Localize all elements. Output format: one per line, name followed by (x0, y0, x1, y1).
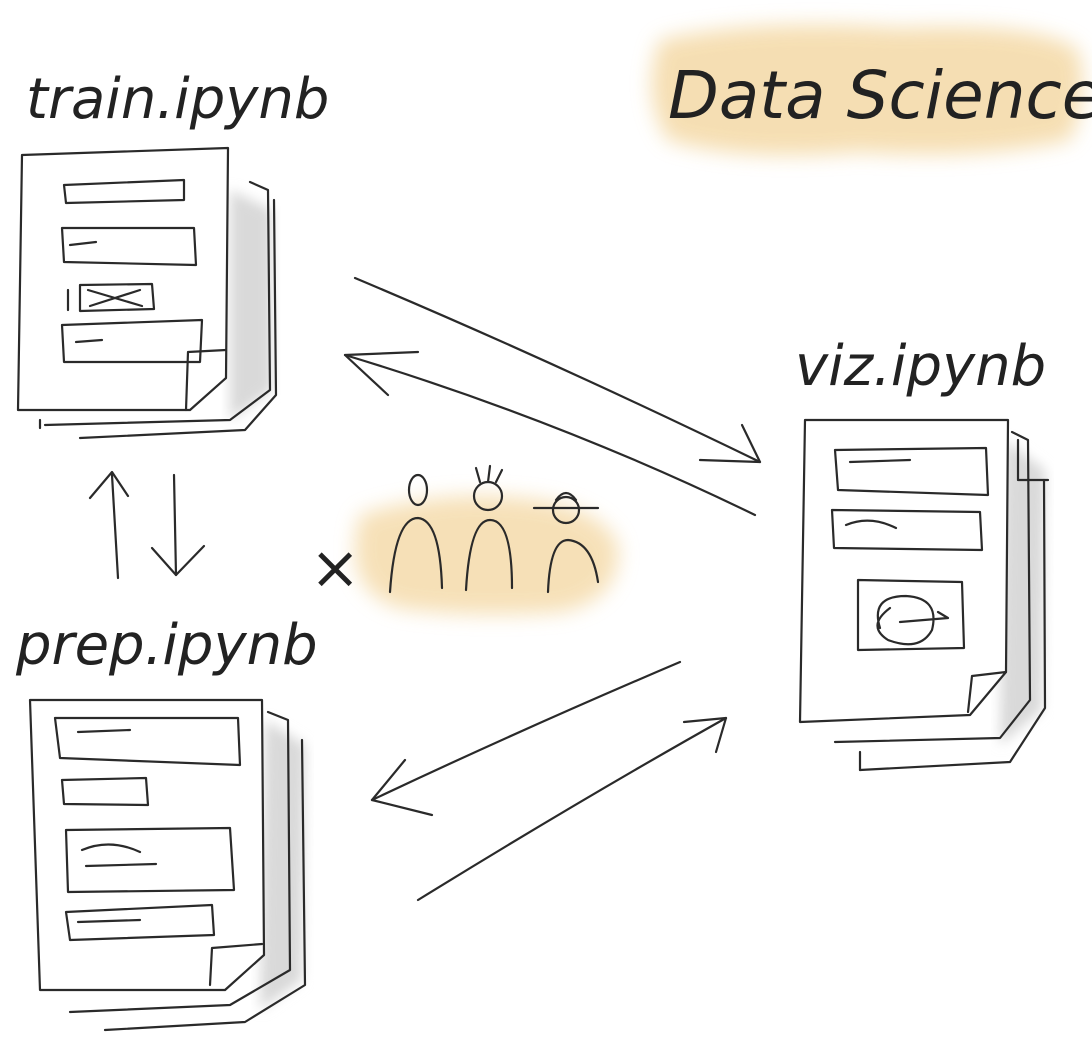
team-highlight (355, 496, 619, 615)
person-icon (464, 464, 514, 592)
notebook-train-cells (60, 178, 204, 364)
notebook-prep-page (28, 698, 266, 992)
notebook-viz-cells (830, 446, 990, 652)
team-multiplier: × (310, 533, 360, 603)
notebook-viz-label: viz.ipynb (795, 334, 1046, 399)
notebook-prep-label: prep.ipynb (15, 613, 318, 678)
title-highlight (651, 24, 1083, 156)
arrows-train-prep (88, 470, 206, 580)
notebook-prep[interactable]: prep.ipynb (15, 613, 318, 1032)
notebook-viz-page (798, 418, 1010, 724)
arrows-prep-viz (370, 660, 728, 902)
title-text: Data Science (668, 57, 1092, 134)
person-icon (388, 473, 444, 594)
team-group: × (310, 464, 619, 615)
notebook-prep-cells (53, 716, 242, 942)
notebook-viz-plot (876, 594, 950, 646)
notebook-train-page (16, 146, 230, 412)
title-group: Data Science (651, 24, 1092, 156)
notebook-train[interactable]: train.ipynb (16, 67, 329, 440)
notebook-train-shadow (230, 190, 272, 420)
notebook-viz[interactable]: viz.ipynb (795, 334, 1050, 772)
person-icon (532, 491, 600, 594)
notebook-prep-shadow (260, 720, 305, 1010)
arrows-train-viz (343, 276, 762, 517)
notebook-train-label: train.ipynb (26, 67, 329, 132)
notebook-viz-shadow (1000, 440, 1045, 745)
